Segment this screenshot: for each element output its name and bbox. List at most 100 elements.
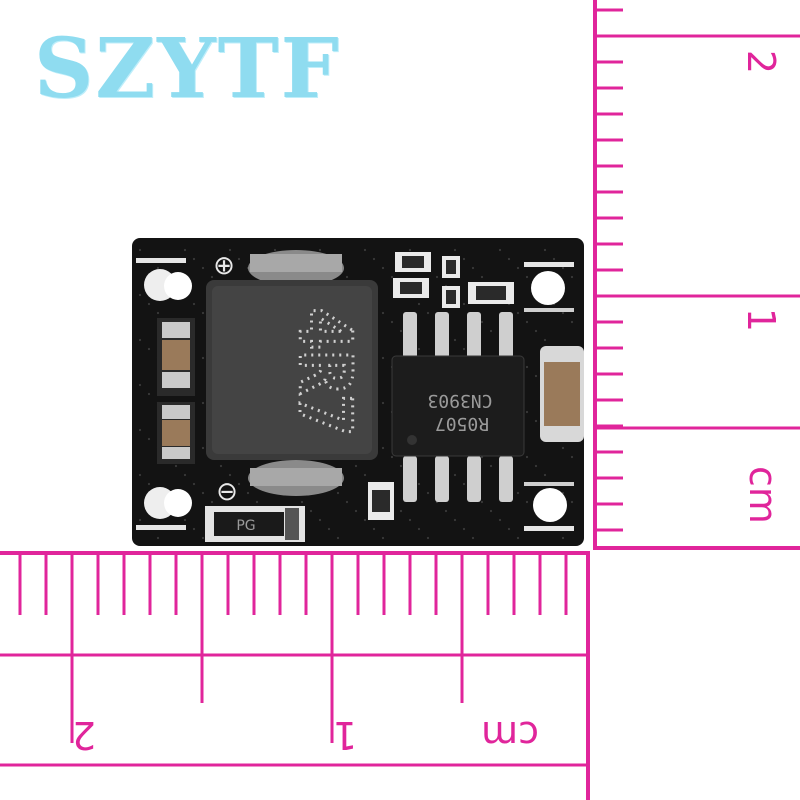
pcb-dot [138,338,142,342]
pcb-dot [147,437,151,441]
pcb-dot [525,365,529,369]
ic-chip-pin [467,312,481,358]
pcb-dot [480,320,484,324]
pcb-dot [138,428,142,432]
pcb-dot [426,491,430,495]
ic-chip-pin [435,456,449,502]
pcb-dot [534,419,538,423]
inductor-marking: 4R7 [283,307,367,437]
ic-marking-line1: CN3903 [427,390,492,411]
pcb-dot [381,266,385,270]
pcb-dot [219,464,223,468]
ic-chip-pin [499,456,513,502]
ic-chip-pin [499,312,513,358]
pcb-dot [138,248,142,252]
pcb-dot [516,311,520,315]
pcb-dot [147,302,151,306]
ruler-right: 2 1 cm [593,0,800,550]
pcb-dot [426,536,430,540]
pcb-dot [480,275,484,279]
pcb-dot [210,500,214,504]
pcb-dot [201,401,205,405]
pcb-dot [354,464,358,468]
pcb-dot [345,500,349,504]
pcb-dot [507,527,511,531]
pcb-dot [570,455,574,459]
pcb-dot [498,248,502,252]
minus-symbol: ⊖ [216,477,238,507]
pcb-dot [363,518,367,522]
ic-chip: CN3903 R0507 [391,312,525,502]
pcb-dot [543,338,547,342]
pcb-dot [453,248,457,252]
pcb-dot [444,509,448,513]
brand-watermark: SZYTF [34,21,341,117]
pcb-dot [381,536,385,540]
pcb-dot [174,464,178,468]
pcb-dot [201,446,205,450]
pad-bottom-left [136,487,192,530]
ruler-bottom-label-2: 2 [72,713,96,757]
pcb-dot [192,482,196,486]
pcb-dot [138,293,142,297]
ic-marking-line2: R0507 [435,413,489,434]
pcb-dot [192,257,196,261]
pcb-dot [561,536,565,540]
pcb-dot [516,266,520,270]
pcb-dot [462,257,466,261]
ruler-bottom-ticks [0,553,588,767]
pcb-dot [462,482,466,486]
inductor: 4R7 [206,250,378,496]
pad-top-right [524,262,574,312]
pad-top-left [136,258,192,301]
pcb-dot [228,248,232,252]
pcb-dot [255,500,259,504]
pcb-dot [489,464,493,468]
pcb-dot [201,356,205,360]
ruler-bottom-label-cm: cm [481,713,539,757]
capacitor-left-top [157,318,195,396]
pcb-dot [525,455,529,459]
pcb-dot [417,347,421,351]
smd-small-parts-bottom: PG [205,482,394,542]
pcb-dot [543,248,547,252]
pcb-dot [228,473,232,477]
pcb-dot [201,311,205,315]
pcb-dot [408,248,412,252]
capacitor-right [540,346,584,442]
pcb-dot [138,518,142,522]
ruler-right-label-1: 1 [739,308,783,332]
pcb-dot [147,347,151,351]
capacitor-left-bottom [157,402,195,464]
pcb-dot [138,383,142,387]
pcb-dot [516,491,520,495]
pcb-board: ⊕ ⊖ 4R7 [132,238,584,546]
pcb-dot [570,275,574,279]
pcb-dot [273,248,277,252]
pcb-dot [381,356,385,360]
pcb-dot [435,275,439,279]
pcb-dot [534,464,538,468]
pcb-dot [381,311,385,315]
pcb-dot [156,536,160,540]
pcb-dot [489,509,493,513]
plus-symbol: ⊕ [213,251,235,281]
pcb-dot [237,257,241,261]
pcb-dot [156,266,160,270]
pcb-dot [462,302,466,306]
ruler-right-label-2: 2 [739,50,783,74]
pcb-dot [570,320,574,324]
pad-bottom-right [524,482,574,531]
pcb-dot [417,302,421,306]
pcb-dot [399,509,403,513]
silkscreen-pg: PG [236,518,255,534]
pcb-dot [543,473,547,477]
ic-chip-pins [403,312,513,502]
pcb-dot [399,464,403,468]
pcb-dot [525,275,529,279]
pcb-dot [498,518,502,522]
ic-chip-pin [467,456,481,502]
pcb-dot [345,275,349,279]
pcb-dot [516,536,520,540]
